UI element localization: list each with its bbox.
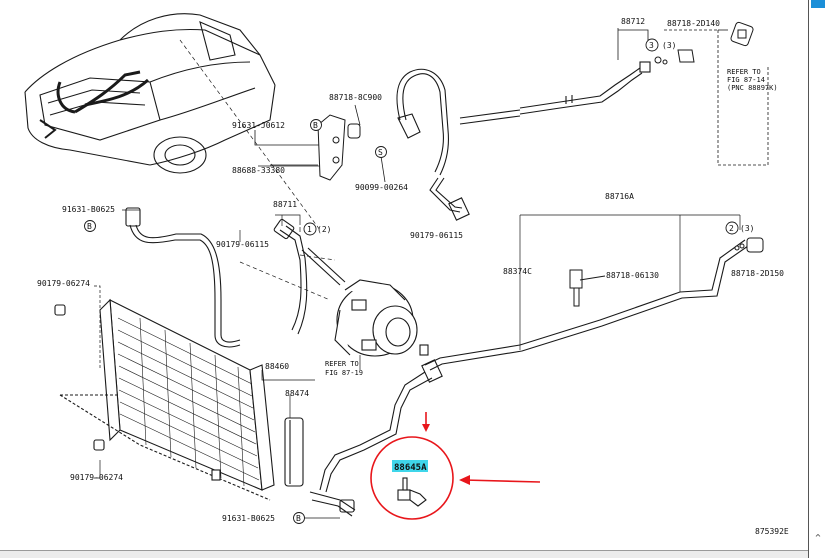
- dashed-connectors: [179, 39, 336, 301]
- label-90179-06115-a: 90179-06115: [216, 240, 269, 249]
- fitting-88718-2d150: [734, 237, 764, 253]
- fittings-top-right: [654, 21, 754, 65]
- label-90099-00264: 90099-00264: [355, 183, 408, 192]
- callout-labels: 3 (3) 1 (2) 2 (3) B B B S: [87, 41, 754, 523]
- red-arrowheads: [422, 424, 470, 485]
- discharge-hose: [125, 207, 346, 348]
- label-90179-06115-b: 90179-06115: [410, 231, 463, 240]
- callout-2: 2: [729, 224, 734, 233]
- car-illustration: [24, 13, 276, 174]
- condenser: [54, 298, 275, 501]
- viewer-right-border: [808, 0, 828, 558]
- leader-lines: [94, 164, 741, 519]
- label-91631-j0612: 91631-J0612: [232, 121, 285, 130]
- label-90179-06274-b: 90179-06274: [70, 473, 123, 482]
- label-91631-b0625-top: 91631-B0625: [62, 205, 115, 214]
- callout-b-top: B: [313, 121, 318, 130]
- label-refer-to-14: REFER TO: [727, 68, 761, 76]
- callout-3-paren-right: (3): [740, 224, 754, 233]
- callout-1: 1: [307, 225, 312, 234]
- viewer-corner-accent: [811, 0, 825, 8]
- label-90179-06274: 90179-06274: [37, 279, 90, 288]
- label-88718-8c900: 88718-8C900: [329, 93, 382, 102]
- label-fig-87-14: FIG 87-14: [727, 76, 765, 84]
- label-88711: 88711: [273, 200, 297, 209]
- part-highlight: [392, 460, 428, 472]
- label-88374c: 88374C: [503, 267, 532, 276]
- sensor-88718-06130: [569, 269, 606, 307]
- red-annotation: [370, 412, 541, 520]
- label-88712: 88712: [621, 17, 645, 26]
- callout-2-paren: (2): [317, 225, 331, 234]
- label-88718-2d140: 88718-2D140: [667, 19, 720, 28]
- label-88460: 88460: [265, 362, 289, 371]
- label-refer-to-19: REFER TO: [325, 360, 359, 368]
- receiver-tank: [284, 417, 304, 487]
- callout-3: 3: [649, 41, 654, 50]
- scroll-up-icon[interactable]: ⌃: [813, 532, 823, 545]
- suction-hose-upper: [396, 61, 651, 221]
- label-fig-87-19: FIG 87-19: [325, 369, 363, 377]
- bracket-88688: [317, 114, 386, 181]
- label-88716a: 88716A: [605, 192, 634, 201]
- label-88718-06130: 88718-06130: [606, 271, 659, 280]
- label-88474: 88474: [285, 389, 309, 398]
- callout-b-bottom: B: [296, 514, 301, 523]
- part-labels: 88712 88718-2D140 REFER TO FIG 87-14 (PN…: [37, 17, 789, 536]
- diagram-id: 875392E: [755, 527, 789, 536]
- viewer-bottom-border: [0, 550, 808, 558]
- label-88718-2d150: 88718-2D150: [731, 269, 784, 278]
- callout-b-left: B: [87, 222, 92, 231]
- callout-s: S: [378, 148, 383, 157]
- label-88645a: 88645A: [394, 463, 427, 473]
- leader-lines-top: [254, 28, 769, 183]
- compressor: [334, 279, 418, 357]
- label-88688-33380: 88688-33380: [232, 166, 285, 175]
- label-91631-b0625-bottom: 91631-B0625: [222, 514, 275, 523]
- pressure-switch: [397, 477, 427, 507]
- liquid-line: [309, 239, 749, 517]
- callout-circles: [84, 38, 739, 524]
- label-pnc-88897k: (PNC 88897K): [727, 84, 778, 92]
- callout-3-paren-top: (3): [662, 41, 676, 50]
